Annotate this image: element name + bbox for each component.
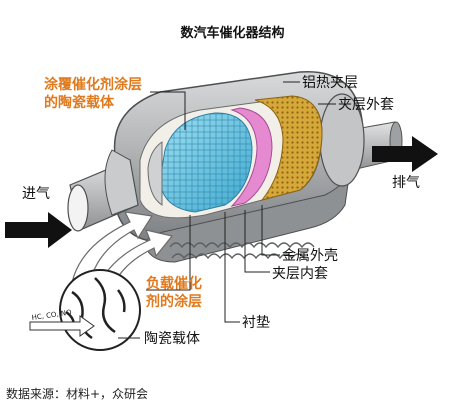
label-metal-shell: 金属外壳 bbox=[282, 247, 338, 264]
cutaway-interior bbox=[139, 95, 323, 219]
gas-input-arrow bbox=[29, 315, 95, 337]
label-heat-shield: 铝热夹层 bbox=[302, 75, 358, 91]
diagram-title: 数汽车催化器结构 bbox=[180, 26, 285, 41]
label-ceramic-carrier: 陶瓷载体 bbox=[144, 331, 200, 347]
label-catalyst-coated-carrier-line1: 涂覆催化剂涂层 bbox=[44, 76, 142, 93]
label-exhaust: 排气 bbox=[392, 175, 420, 191]
heat-shield-layer bbox=[254, 95, 323, 201]
data-source-note: 数据来源：材料+，众研会 bbox=[6, 387, 149, 401]
intake-arrow bbox=[5, 212, 72, 248]
label-liner: 衬垫 bbox=[242, 315, 270, 331]
label-loaded-coating-line2: 剂的涂层 bbox=[146, 293, 202, 310]
catalytic-converter-diagram: 涂覆催化剂涂层 的陶瓷载体 铝热夹层 夹层外套 进气 排气 金属外壳 夹层内套 … bbox=[5, 71, 438, 351]
liner-mat bbox=[230, 107, 273, 207]
label-intake: 进气 bbox=[22, 186, 50, 202]
leader-lines bbox=[118, 81, 336, 339]
exhaust-arrow bbox=[372, 136, 438, 172]
label-inner-jacket: 夹层内套 bbox=[272, 266, 328, 282]
inlet-pipe bbox=[67, 149, 139, 232]
shell-ribs bbox=[169, 242, 315, 260]
label-catalyst-coated-carrier-line2: 的陶瓷载体 bbox=[44, 94, 115, 111]
label-loaded-coating-line1: 负载催化 bbox=[146, 275, 202, 292]
label-outer-jacket: 夹层外套 bbox=[338, 97, 394, 113]
